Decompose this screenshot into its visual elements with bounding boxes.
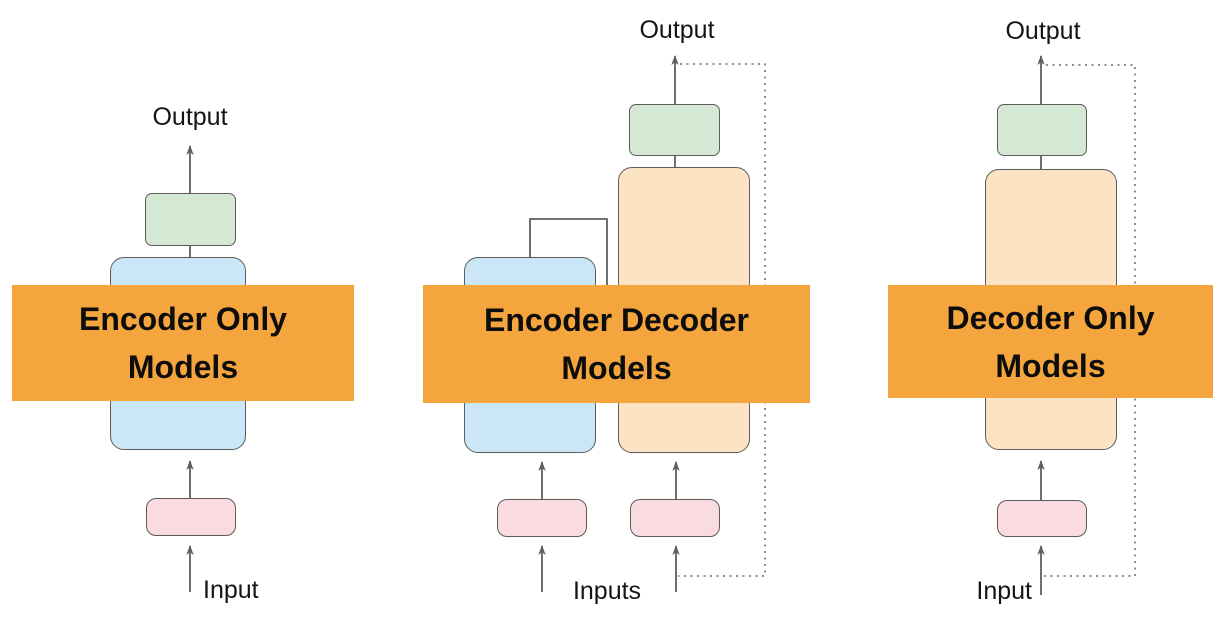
embedding-box [146,498,236,536]
output-label: Output [639,16,715,44]
output-label: Output [1005,17,1081,45]
encoder-decoder-banner: Encoder Decoder Models [423,285,810,403]
banner-title-line2: Models [561,350,672,386]
input-label: Input [203,576,259,604]
encoder-only-banner: Encoder Only Models [12,285,354,401]
embedding-box [997,500,1087,537]
decoder-embedding-box [630,499,720,537]
input-label: Input [976,577,1032,605]
output-label: Output [152,103,228,131]
output-head-box [145,193,236,246]
output-head-box [629,104,720,156]
inputs-label: Inputs [572,577,642,605]
output-head-box [997,104,1087,156]
encoder-decoder-wires [529,55,766,592]
banner-title-line2: Models [995,347,1106,384]
encoder-embedding-box [497,499,587,537]
banner-title-line1: Encoder Only [78,301,288,337]
banner-title-line2: Models [127,349,239,385]
banner-title-line1: Encoder Decoder [484,302,749,338]
banner-title-line1: Decoder Only [946,299,1155,336]
decoder-only-banner: Decoder Only Models [888,285,1213,398]
encoder-to-decoder-connector [529,218,608,296]
